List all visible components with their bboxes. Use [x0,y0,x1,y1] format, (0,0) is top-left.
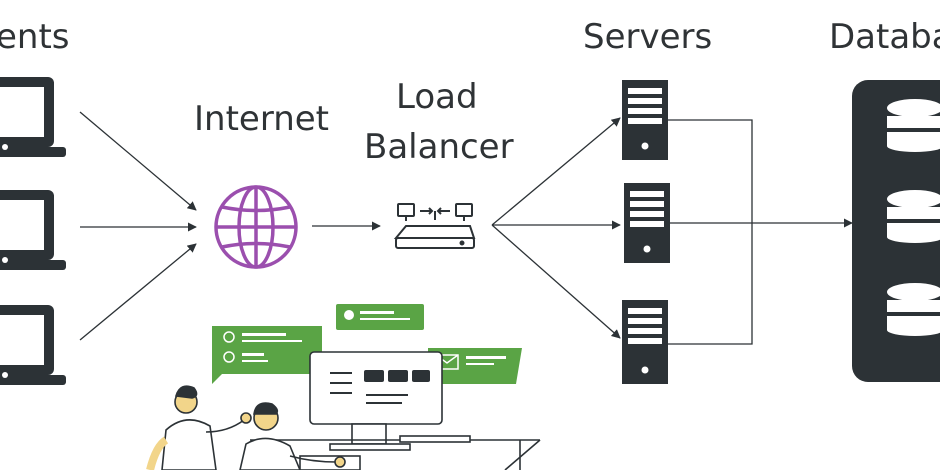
server-tower-icon [622,80,668,160]
monitor-icon [309,351,443,451]
client-to-internet-arrows [79,111,197,341]
server-tower-icon [622,300,668,384]
chat-bubble-icon [336,304,424,330]
database-rack [852,80,940,382]
servers-label: Servers [583,17,713,57]
clients-label: ents [0,17,70,57]
team-illustration [146,304,541,470]
database-cylinder-icon [887,283,940,336]
person-icon [146,385,252,470]
database-cylinder-icon [887,99,940,152]
internet-label: Internet [194,99,330,139]
server-tower-icon [624,183,670,263]
laptop-icon [0,305,66,385]
laptop-icon [0,190,66,270]
load-balancer-icon [393,203,476,249]
load-balancer-label-line1: Load [396,77,478,117]
database-cylinder-icon [887,190,940,243]
chat-bubble-icon [212,326,322,384]
laptop-icon [0,77,66,157]
globe-icon [214,185,298,269]
server-to-database-connectors [668,119,853,345]
databases-label: Databa [829,17,940,57]
person-icon [239,402,346,470]
chat-bubble-icon [428,348,522,394]
load-balancer-label-line2: Balancer [364,127,514,167]
lb-to-server-arrows [491,117,621,339]
